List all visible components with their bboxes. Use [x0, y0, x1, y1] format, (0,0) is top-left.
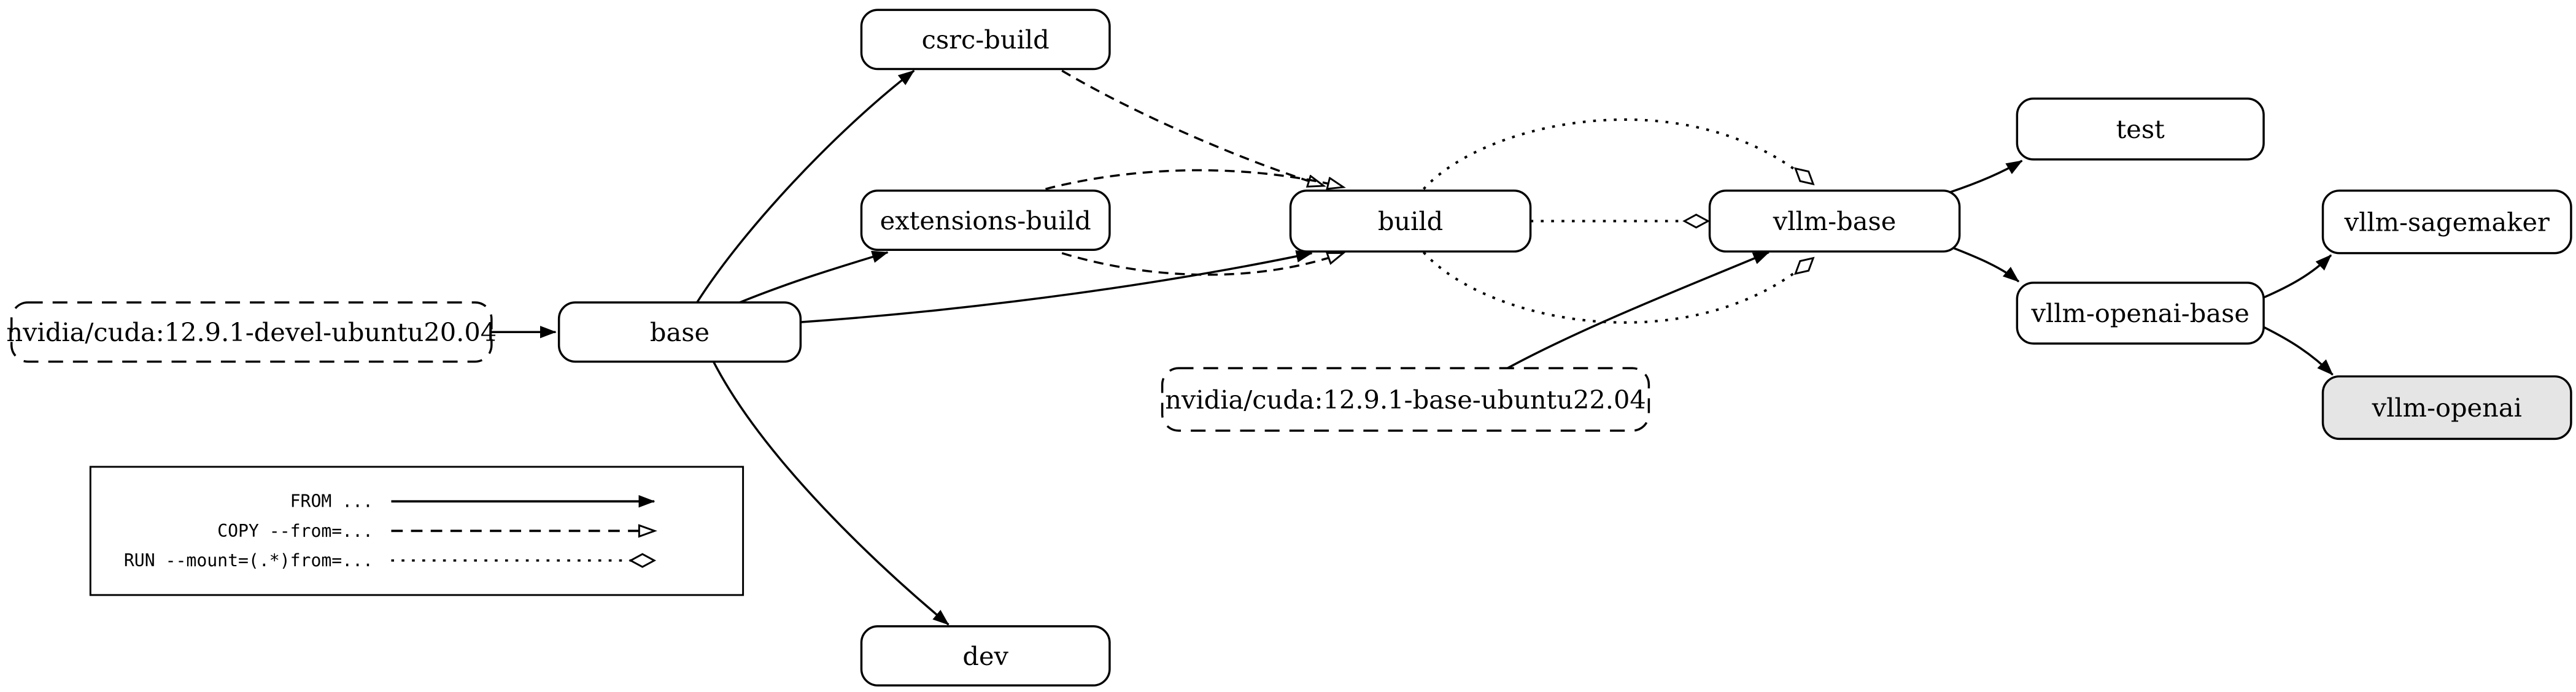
edge-copy-csrc-build-to-build [1061, 69, 1323, 186]
node-vllm-openai-label: vllm-openai [2372, 393, 2522, 423]
node-cuda-devel-box [10, 301, 493, 363]
edge-from-base-to-dev [712, 361, 950, 626]
node-dev-label: dev [962, 641, 1008, 671]
edge-from-base-to-build [800, 250, 1313, 323]
node-vllm-sagemaker-box [2321, 190, 2572, 255]
node-cuda-base-box [1161, 367, 1650, 432]
node-extensions-build: extensions-build [860, 190, 1111, 252]
node-vllm-openai-base-label: vllm-openai-base [2030, 298, 2249, 328]
node-extensions-build-box [860, 190, 1111, 252]
edge-from-cuda-base-to-vllm-base [1507, 251, 1770, 369]
node-base-box [557, 301, 802, 363]
node-dev: dev [860, 625, 1111, 687]
node-cuda-base: nvidia/cuda:12.9.1-base-ubuntu22.04 [1161, 367, 1650, 432]
edge-copy-extensions-build-to-build-upper [1045, 169, 1343, 190]
node-csrc-build: csrc-build [860, 9, 1111, 71]
node-vllm-base-box [1708, 190, 1961, 253]
node-cuda-devel-label: nvidia/cuda:12.9.1-devel-ubuntu20.04 [6, 317, 497, 347]
node-vllm-openai: vllm-openai [2321, 375, 2572, 440]
node-base: base [557, 301, 802, 363]
edge-from-vllm-base-to-test [1949, 160, 2023, 194]
legend-from-label: FROM ... [290, 491, 373, 512]
legend: FROM ... COPY --from=... RUN --mount=(.*… [89, 466, 745, 596]
node-test-box [2016, 98, 2265, 161]
node-dev-box [860, 625, 1111, 687]
node-vllm-sagemaker-label: vllm-sagemaker [2344, 207, 2550, 237]
node-vllm-base: vllm-base [1708, 190, 1961, 253]
edge-run-build-to-vllm-base-upper [1422, 118, 1813, 190]
edge-copy-extensions-build-to-build-lower [1061, 253, 1343, 276]
node-vllm-openai-box [2321, 375, 2572, 440]
node-vllm-base-label: vllm-base [1773, 206, 1897, 236]
node-base-label: base [650, 317, 710, 347]
node-build: build [1289, 190, 1532, 253]
node-cuda-devel: nvidia/cuda:12.9.1-devel-ubuntu20.04 [6, 301, 497, 363]
node-csrc-build-box [860, 9, 1111, 71]
legend-copy-label: COPY --from=... [217, 521, 373, 541]
node-csrc-build-label: csrc-build [922, 25, 1050, 55]
legend-run-label: RUN --mount=(.*)from=... [124, 550, 373, 571]
node-extensions-build-label: extensions-build [880, 206, 1091, 236]
node-vllm-openai-base: vllm-openai-base [2016, 282, 2265, 345]
node-test: test [2016, 98, 2265, 161]
edge-run-build-to-vllm-base-lower [1422, 251, 1813, 324]
edge-from-vllm-openai-base-to-vllm-openai [2263, 326, 2334, 376]
node-cuda-base-label: nvidia/cuda:12.9.1-base-ubuntu22.04 [1165, 385, 1646, 415]
edge-from-base-to-csrc-build [696, 69, 915, 303]
edge-from-vllm-base-to-vllm-openai-base [1949, 245, 2020, 283]
node-vllm-sagemaker: vllm-sagemaker [2321, 190, 2572, 255]
edge-from-vllm-openai-base-to-vllm-sagemaker [2263, 254, 2332, 299]
node-build-box [1289, 190, 1532, 253]
node-build-label: build [1378, 206, 1443, 236]
node-test-label: test [2116, 114, 2165, 144]
node-vllm-openai-base-box [2016, 282, 2265, 345]
edge-from-base-to-extensions-build [739, 250, 889, 304]
